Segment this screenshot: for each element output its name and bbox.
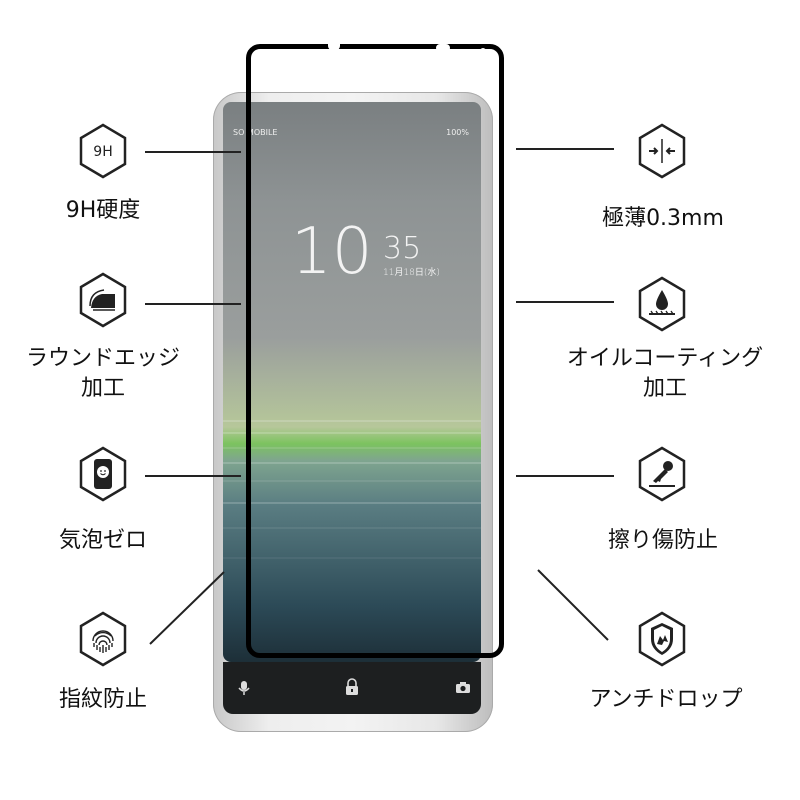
phone-screen: 10 35 11月18日(水) xyxy=(223,102,481,662)
feature-label-round-edge-line1: ラウンドエッジ xyxy=(25,346,180,371)
feature-label-oil-coating-line1: オイルコーティング xyxy=(566,346,764,371)
connector-line xyxy=(145,151,241,153)
feature-label-round-edge-line2: 加工 xyxy=(80,376,125,401)
status-bar: SO MOBILE 100% xyxy=(225,104,479,137)
connector-line xyxy=(516,475,614,477)
bubble-free-icon xyxy=(79,446,127,502)
phone-bottom-bar xyxy=(223,662,481,714)
feature-label-anti-drop: アンチドロップ xyxy=(589,687,743,712)
feature-label-fingerprint: 指紋防止 xyxy=(58,687,147,712)
protector-notch xyxy=(436,44,450,52)
screen-protector-frame xyxy=(246,44,504,658)
connector-line xyxy=(145,303,241,305)
clock-minute: 35 xyxy=(383,231,422,266)
feature-label-oil-coating-line2: 加工 xyxy=(642,376,687,401)
clock-date: 11月18日(水) xyxy=(383,268,440,278)
phone-body: 10 35 11月18日(水) SO MOBILE 100% xyxy=(213,92,493,732)
carrier-label: SO MOBILE xyxy=(233,128,278,137)
clock-hour: 10 xyxy=(291,215,373,289)
svg-text:9H: 9H xyxy=(93,144,112,160)
connector-line xyxy=(516,301,614,303)
microphone-icon xyxy=(238,681,250,695)
feature-label-9h: 9H硬度 xyxy=(65,198,141,223)
battery-label: 100% xyxy=(446,128,469,137)
connector-line xyxy=(145,475,241,477)
round-edge-icon xyxy=(79,272,127,328)
9h-hardness-icon: 9H xyxy=(79,123,127,179)
connector-line xyxy=(516,148,614,150)
lock-icon xyxy=(346,678,358,695)
camera-icon xyxy=(456,682,470,693)
oil-coating-icon xyxy=(638,276,686,332)
feature-label-scratch-proof: 擦り傷防止 xyxy=(607,528,718,553)
anti-drop-icon xyxy=(638,611,686,667)
feature-label-bubble-free: 気泡ゼロ xyxy=(58,528,147,553)
scratch-proof-icon xyxy=(638,446,686,502)
protector-notch xyxy=(480,48,486,54)
fingerprint-icon xyxy=(79,611,127,667)
connector-line xyxy=(537,569,609,641)
connector-line xyxy=(149,571,225,645)
protector-notch xyxy=(328,40,340,50)
thin-icon xyxy=(638,123,686,179)
feature-label-thin: 極薄0.3mm xyxy=(602,206,724,231)
